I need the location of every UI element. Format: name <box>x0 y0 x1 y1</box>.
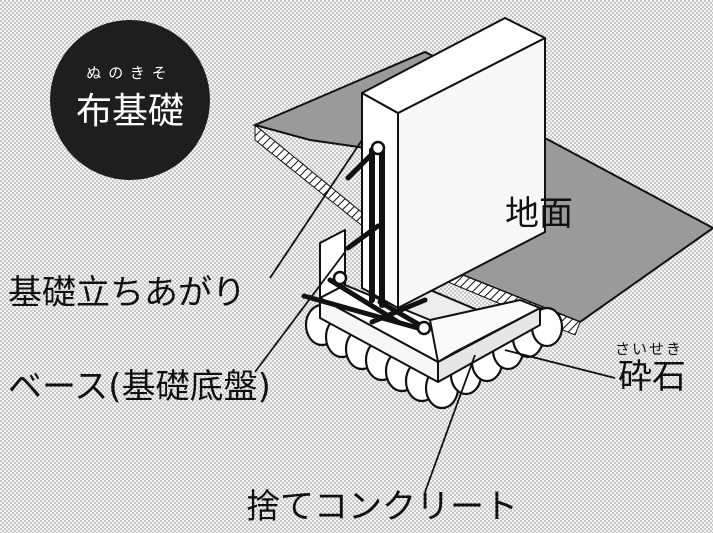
label-ground: 地面 <box>505 194 573 234</box>
label-stem: 基礎立ちあがり <box>8 273 246 313</box>
title-badge: ぬのきそ 布基礎 <box>50 20 210 180</box>
badge-title: 布基礎 <box>75 91 184 132</box>
rebar <box>301 140 432 336</box>
label-gravel-ruby: さいせき <box>615 340 684 358</box>
label-gravel: 砕石 <box>618 357 686 397</box>
footing-base <box>319 229 541 383</box>
label-blinding-concrete: 捨てコンクリート <box>246 487 518 527</box>
label-base: ベース(基礎底盤) <box>8 367 271 407</box>
leader-lines <box>254 139 616 493</box>
badge-ruby: ぬのきそ <box>86 64 174 82</box>
